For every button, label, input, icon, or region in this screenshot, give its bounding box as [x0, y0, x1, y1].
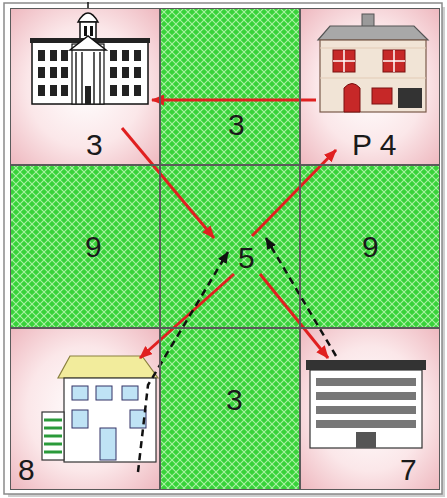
office-block-illustration	[306, 360, 426, 448]
mansion-illustration	[30, 2, 150, 104]
dashed-route-arrow	[266, 238, 336, 356]
cell-number: 5	[238, 243, 255, 273]
cell-number: P 4	[352, 130, 397, 160]
map-cell: P 4	[300, 8, 440, 165]
map-cell: 3	[160, 8, 300, 165]
cell-number: 3	[226, 385, 243, 415]
frame-shadow	[8, 7, 445, 497]
route-arrow	[152, 99, 316, 102]
dashed-route-arrow	[138, 252, 228, 472]
cell-number: 7	[400, 455, 417, 485]
route-arrow	[252, 150, 336, 236]
connectors	[122, 100, 336, 472]
brick-house-illustration	[318, 14, 428, 112]
cell-number: 8	[18, 455, 35, 485]
cell-number: 3	[86, 130, 103, 160]
map-cell: 8	[10, 328, 160, 490]
map-cell: 7	[300, 328, 440, 490]
route-arrow	[140, 274, 234, 358]
frame	[4, 3, 442, 494]
cell-number: 9	[85, 232, 102, 262]
route-arrow	[260, 274, 328, 358]
map-cell: 9	[10, 165, 160, 328]
map-cell: 3	[160, 328, 300, 490]
map-cell: 3	[10, 8, 160, 165]
route-arrow	[122, 128, 214, 238]
cell-number: 9	[362, 232, 379, 262]
cell-grounds	[10, 8, 440, 490]
cell-number: 3	[228, 110, 245, 140]
map-cell: 5	[160, 165, 300, 328]
map-cell: 9	[300, 165, 440, 328]
